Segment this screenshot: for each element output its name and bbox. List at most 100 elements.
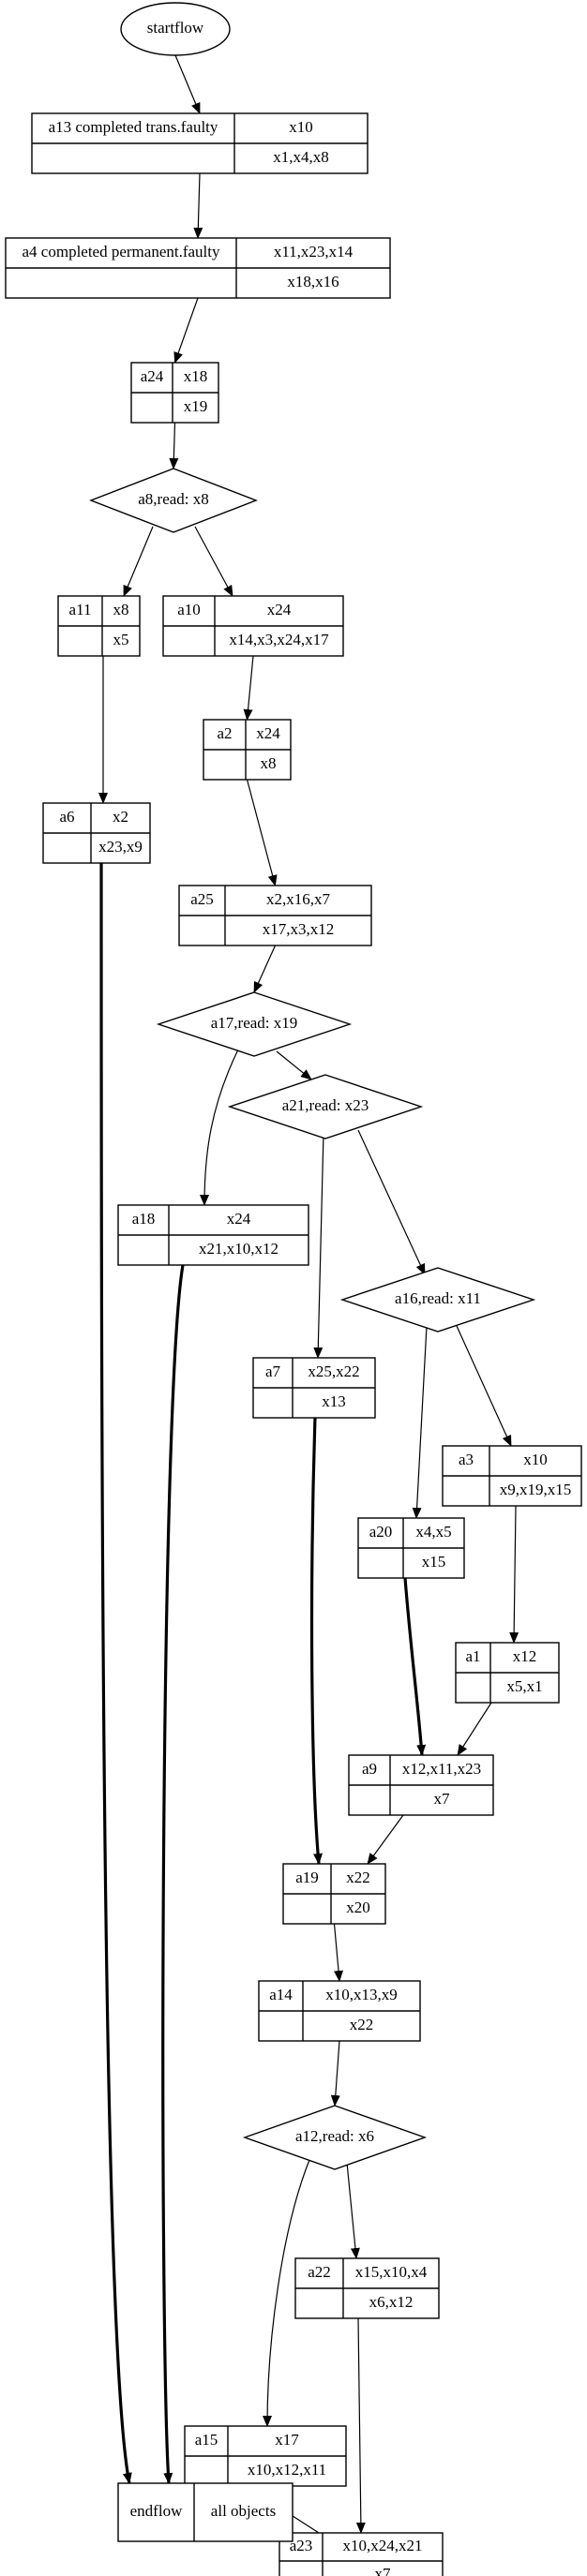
edge-a13-to-a4 bbox=[193, 172, 203, 239]
node-a18-outputs: x24 bbox=[227, 1210, 251, 1228]
node-a10-outputs: x24 bbox=[267, 601, 292, 618]
node-a3-id: a3 bbox=[459, 1451, 474, 1468]
decision-a17: a17,read: x19 bbox=[156, 991, 353, 1057]
node-a6: a6 x2 x23,x9 bbox=[42, 802, 151, 864]
node-a10-inputs: x14,x3,x24,x17 bbox=[229, 631, 329, 648]
node-a22-id: a22 bbox=[308, 2263, 331, 2281]
node-a14-id: a14 bbox=[269, 1986, 293, 2003]
edge-a20-to-a9 bbox=[403, 1577, 427, 1756]
decision-a17-label: a17,read: x19 bbox=[211, 1014, 298, 1032]
node-a10: a10 x24 x14,x3,x24,x17 bbox=[162, 595, 344, 657]
node-a9: a9 x12,x11,x23 x7 bbox=[348, 1754, 494, 1816]
edge-a17-to-a18 bbox=[200, 1049, 239, 1206]
node-a10-id: a10 bbox=[177, 601, 201, 618]
node-a7: a7 x25,x22 x13 bbox=[252, 1357, 376, 1419]
node-a11-inputs: x5 bbox=[113, 631, 129, 648]
edge-a22-to-a23 bbox=[355, 2317, 366, 2534]
node-a15-outputs: x17 bbox=[275, 2431, 299, 2449]
node-a23-outputs: x10,x24,x21 bbox=[343, 2537, 423, 2554]
node-a9-id: a9 bbox=[362, 1760, 377, 1778]
node-a22-inputs: x6,x12 bbox=[369, 2293, 414, 2311]
edge-a25-to-a17 bbox=[253, 945, 277, 993]
edge-a14-to-a12 bbox=[330, 2040, 340, 2107]
node-a22: a22 x15,x10,x4 x6,x12 bbox=[294, 2257, 440, 2319]
node-a9-outputs: x12,x11,x23 bbox=[402, 1760, 481, 1778]
node-a20-id: a20 bbox=[369, 1523, 393, 1541]
node-a1-outputs: x12 bbox=[513, 1647, 537, 1665]
node-a18-inputs: x21,x10,x12 bbox=[199, 1240, 278, 1258]
node-a6-outputs: x2 bbox=[113, 808, 128, 826]
node-a11-id: a11 bbox=[69, 601, 92, 618]
node-a3-inputs: x9,x19,x15 bbox=[500, 1481, 572, 1498]
node-a2-inputs: x8 bbox=[261, 754, 277, 772]
decision-a17-diamond bbox=[156, 991, 353, 1057]
node-a19-id: a19 bbox=[295, 1869, 319, 1886]
endflow-box bbox=[117, 2482, 294, 2542]
decision-a12: a12,read: x6 bbox=[242, 2105, 428, 2170]
decision-a8-label: a8,read: x8 bbox=[138, 490, 209, 508]
edge-a18-to-end bbox=[161, 1264, 185, 2484]
node-startflow: startflow bbox=[120, 2, 231, 56]
decision-a16: a16,read: x11 bbox=[339, 1267, 536, 1333]
node-a24-inputs: x19 bbox=[184, 397, 208, 415]
node-a6-inputs: x23,x9 bbox=[98, 838, 143, 856]
node-a25-inputs: x17,x3,x12 bbox=[263, 920, 335, 938]
node-a13-outputs: x10 bbox=[289, 118, 313, 136]
edge-a24-to-a8 bbox=[169, 422, 179, 469]
edge-a12-to-a22 bbox=[346, 2162, 360, 2259]
edge-a21-to-a7 bbox=[313, 1132, 324, 1359]
node-a15-id: a15 bbox=[195, 2431, 218, 2449]
edge-a7-to-a19 bbox=[309, 1417, 323, 1865]
edge-a4-to-a24 bbox=[173, 297, 199, 364]
node-a7-inputs: x13 bbox=[322, 1392, 346, 1410]
node-a20-inputs: x15 bbox=[422, 1553, 446, 1571]
node-a19-inputs: x20 bbox=[346, 1898, 370, 1916]
node-a22-outputs: x15,x10,x4 bbox=[355, 2263, 428, 2281]
node-a1-id: a1 bbox=[465, 1647, 480, 1665]
node-a23-inputs: x7 bbox=[375, 2565, 392, 2576]
node-endflow: endflow all objects bbox=[117, 2482, 294, 2542]
node-a20-outputs: x4,x5 bbox=[415, 1523, 451, 1541]
node-a7-outputs: x25,x22 bbox=[308, 1362, 359, 1380]
decision-a21-diamond bbox=[227, 1074, 424, 1139]
edge-a3-to-a1 bbox=[509, 1505, 519, 1644]
node-a25-id: a25 bbox=[190, 890, 214, 908]
node-a13-id: a13 completed trans.faulty bbox=[49, 118, 218, 136]
node-a7-id: a7 bbox=[265, 1362, 281, 1380]
node-a9-inputs: x7 bbox=[434, 1790, 451, 1808]
edge-a10-to-a2 bbox=[243, 655, 254, 721]
node-a25-outputs: x2,x16,x7 bbox=[266, 890, 331, 908]
node-a3-outputs: x10 bbox=[523, 1451, 548, 1468]
node-a24-id: a24 bbox=[141, 367, 164, 385]
node-a4-outputs: x11,x23,x14 bbox=[274, 243, 354, 261]
edges-layer bbox=[98, 54, 519, 2534]
node-a2-outputs: x24 bbox=[256, 724, 280, 742]
edge-start-to-a13 bbox=[174, 54, 201, 114]
decision-a16-label: a16,read: x11 bbox=[395, 1289, 481, 1307]
start-label: startflow bbox=[147, 19, 204, 37]
node-a2-id: a2 bbox=[217, 724, 232, 742]
edge-a17-to-a21 bbox=[276, 1050, 312, 1080]
decision-a12-label: a12,read: x6 bbox=[295, 2127, 374, 2145]
edge-a12-to-a15 bbox=[263, 2159, 310, 2427]
edge-a8-to-a11 bbox=[123, 526, 154, 597]
endflow-label: endflow bbox=[130, 2502, 183, 2520]
node-a6-id: a6 bbox=[59, 808, 74, 826]
edge-a9-to-a19 bbox=[367, 1814, 404, 1865]
edge-a1-to-a9 bbox=[457, 1702, 492, 1756]
decision-a12-diamond bbox=[242, 2105, 428, 2170]
node-a14-outputs: x10,x13,x9 bbox=[325, 1986, 398, 2003]
endflow-objects: all objects bbox=[211, 2502, 276, 2520]
edge-a6-to-end bbox=[99, 862, 132, 2484]
edge-a8-to-a10 bbox=[194, 526, 233, 597]
edge-a2-to-a25 bbox=[246, 779, 278, 886]
